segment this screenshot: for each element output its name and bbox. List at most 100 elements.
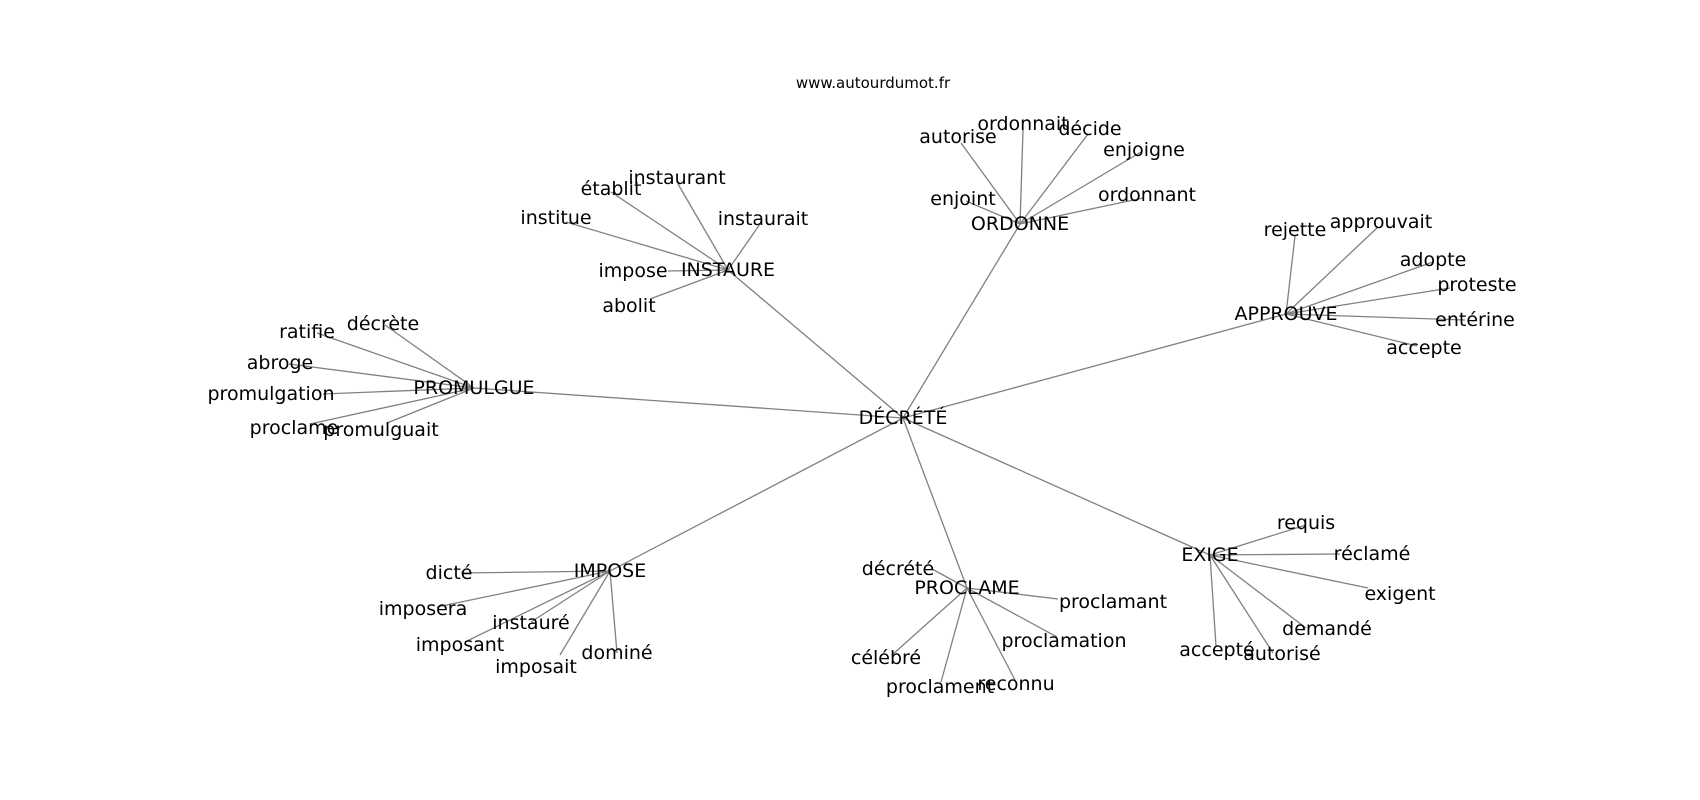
edge-hub-to-leaf	[677, 183, 729, 271]
leaf-node-label: enjoint	[930, 188, 995, 210]
source-url: www.autourdumot.fr	[796, 74, 951, 92]
leaf-node-label: demandé	[1282, 618, 1372, 640]
leaf-node-label: promulguait	[323, 419, 438, 441]
edge-hub-to-leaf	[1285, 313, 1466, 321]
leaf-node-label: dicté	[426, 562, 473, 584]
leaf-node-label: dominé	[581, 642, 652, 664]
leaf-node-label: autorise	[919, 126, 996, 148]
hub-node-label: INSTAURE	[681, 259, 775, 281]
leaf-node-label: établit	[581, 178, 642, 200]
leaf-node-label: entérine	[1435, 309, 1515, 331]
edge-hub-to-leaf	[1019, 133, 1089, 225]
edge-hub-to-leaf	[1209, 554, 1274, 654]
leaf-node-label: promulgation	[207, 383, 334, 405]
edge-center-to-hub	[902, 417, 968, 589]
leaf-node-label: accepte	[1386, 337, 1461, 359]
leaf-node-label: proclame	[250, 417, 339, 439]
edge-hub-to-leaf	[464, 570, 611, 643]
edge-hub-to-leaf	[940, 587, 968, 683]
edge-hub-to-leaf	[965, 200, 1021, 225]
edge-hub-to-leaf	[436, 570, 611, 608]
edge-hub-to-leaf	[1019, 151, 1142, 225]
leaf-node-label: décrété	[862, 558, 934, 580]
leaf-node-label: rejette	[1264, 219, 1327, 241]
leaf-node-label: proteste	[1437, 274, 1516, 296]
center-node-label: DÉCRÉTÉ	[859, 406, 948, 429]
edge-hub-to-leaf	[316, 332, 475, 389]
leaf-node-label: imposant	[416, 634, 505, 656]
edge-hub-to-leaf	[460, 570, 611, 574]
hub-node-label: IMPOSE	[574, 560, 646, 582]
leaf-node-label: enjoigne	[1103, 139, 1185, 161]
hub-node-label: APPROUVE	[1235, 303, 1338, 325]
leaf-node-label: décrète	[347, 313, 419, 335]
edge-hub-to-leaf	[1209, 553, 1341, 556]
edge-hub-to-leaf	[309, 387, 475, 425]
edge-hub-to-leaf	[530, 570, 611, 623]
leaf-node-label: instauré	[492, 612, 569, 634]
leaf-node-label: impose	[598, 260, 667, 282]
edge-hub-to-leaf	[649, 269, 729, 300]
edge-hub-to-leaf	[1285, 235, 1296, 315]
leaf-node-label: approuvait	[1330, 211, 1432, 233]
leaf-node-label: reconnu	[977, 673, 1054, 695]
edge-hub-to-leaf	[1285, 313, 1418, 347]
leaf-node-label: imposera	[379, 598, 468, 620]
edge-center-to-hub	[902, 223, 1021, 419]
edge-center-to-hub	[473, 387, 904, 419]
leaf-node-label: autorisé	[1243, 643, 1320, 665]
edge-hub-to-leaf	[288, 363, 475, 389]
leaf-node-label: ordonnait	[977, 113, 1068, 135]
edge-hub-to-leaf	[966, 587, 1058, 638]
edge-hub-to-leaf	[1285, 226, 1379, 315]
edge-hub-to-leaf	[1285, 261, 1434, 315]
leaf-node-label: ratifie	[279, 321, 335, 343]
leaf-node-label: requis	[1277, 512, 1335, 534]
leaf-node-label: réclamé	[1334, 543, 1411, 565]
edge-hub-to-leaf	[1019, 197, 1144, 225]
leaf-node-label: célébré	[851, 647, 921, 669]
leaf-node-label: imposait	[495, 656, 577, 678]
hub-node-label: PROMULGUE	[413, 377, 534, 399]
edge-center-to-hub	[902, 417, 1211, 556]
leaf-node-label: proclamant	[1059, 591, 1167, 613]
edge-hub-to-leaf	[1285, 287, 1451, 315]
edge-center-to-hub	[727, 269, 904, 419]
edge-hub-to-leaf	[1209, 554, 1217, 647]
hub-node-label: EXIGE	[1181, 544, 1238, 566]
edge-hub-to-leaf	[1209, 554, 1369, 589]
edge-hub-to-leaf	[727, 223, 761, 271]
edge-hub-to-leaf	[322, 387, 475, 395]
edge-center-to-hub	[609, 417, 904, 572]
edge-hub-to-leaf	[609, 570, 618, 654]
edge-hub-to-leaf	[565, 221, 729, 271]
edge-hub-to-leaf	[1019, 129, 1024, 225]
graph-edges	[288, 129, 1466, 683]
leaf-node-label: proclamation	[1002, 630, 1127, 652]
leaf-node-label: décide	[1058, 118, 1121, 140]
edge-hub-to-leaf	[931, 568, 968, 589]
leaf-node-label: instaurant	[628, 167, 725, 189]
edge-hub-to-leaf	[1209, 524, 1307, 556]
edge-hub-to-leaf	[966, 587, 1016, 681]
leaf-node-label: institue	[520, 207, 591, 229]
edge-hub-to-leaf	[891, 587, 968, 656]
leaf-node-label: instaurait	[718, 208, 809, 230]
edge-hub-to-leaf	[1209, 554, 1307, 629]
leaf-node-label: abolit	[602, 295, 655, 317]
edge-hub-to-leaf	[966, 587, 1059, 600]
edge-hub-to-leaf	[559, 570, 611, 656]
edge-hub-to-leaf	[960, 142, 1021, 225]
hub-node-label: PROCLAME	[914, 577, 1019, 599]
leaf-node-label: abroge	[247, 352, 313, 374]
edge-hub-to-leaf	[667, 269, 729, 272]
leaf-node-label: adopte	[1400, 249, 1467, 271]
hub-node-label: ORDONNE	[971, 213, 1069, 235]
leaf-node-label: accepté	[1179, 639, 1254, 661]
edge-hub-to-leaf	[610, 191, 729, 271]
edge-hub-to-leaf	[386, 387, 475, 424]
leaf-node-label: exigent	[1364, 583, 1435, 605]
leaf-node-label: proclament	[886, 676, 994, 698]
edge-hub-to-leaf	[384, 324, 475, 389]
